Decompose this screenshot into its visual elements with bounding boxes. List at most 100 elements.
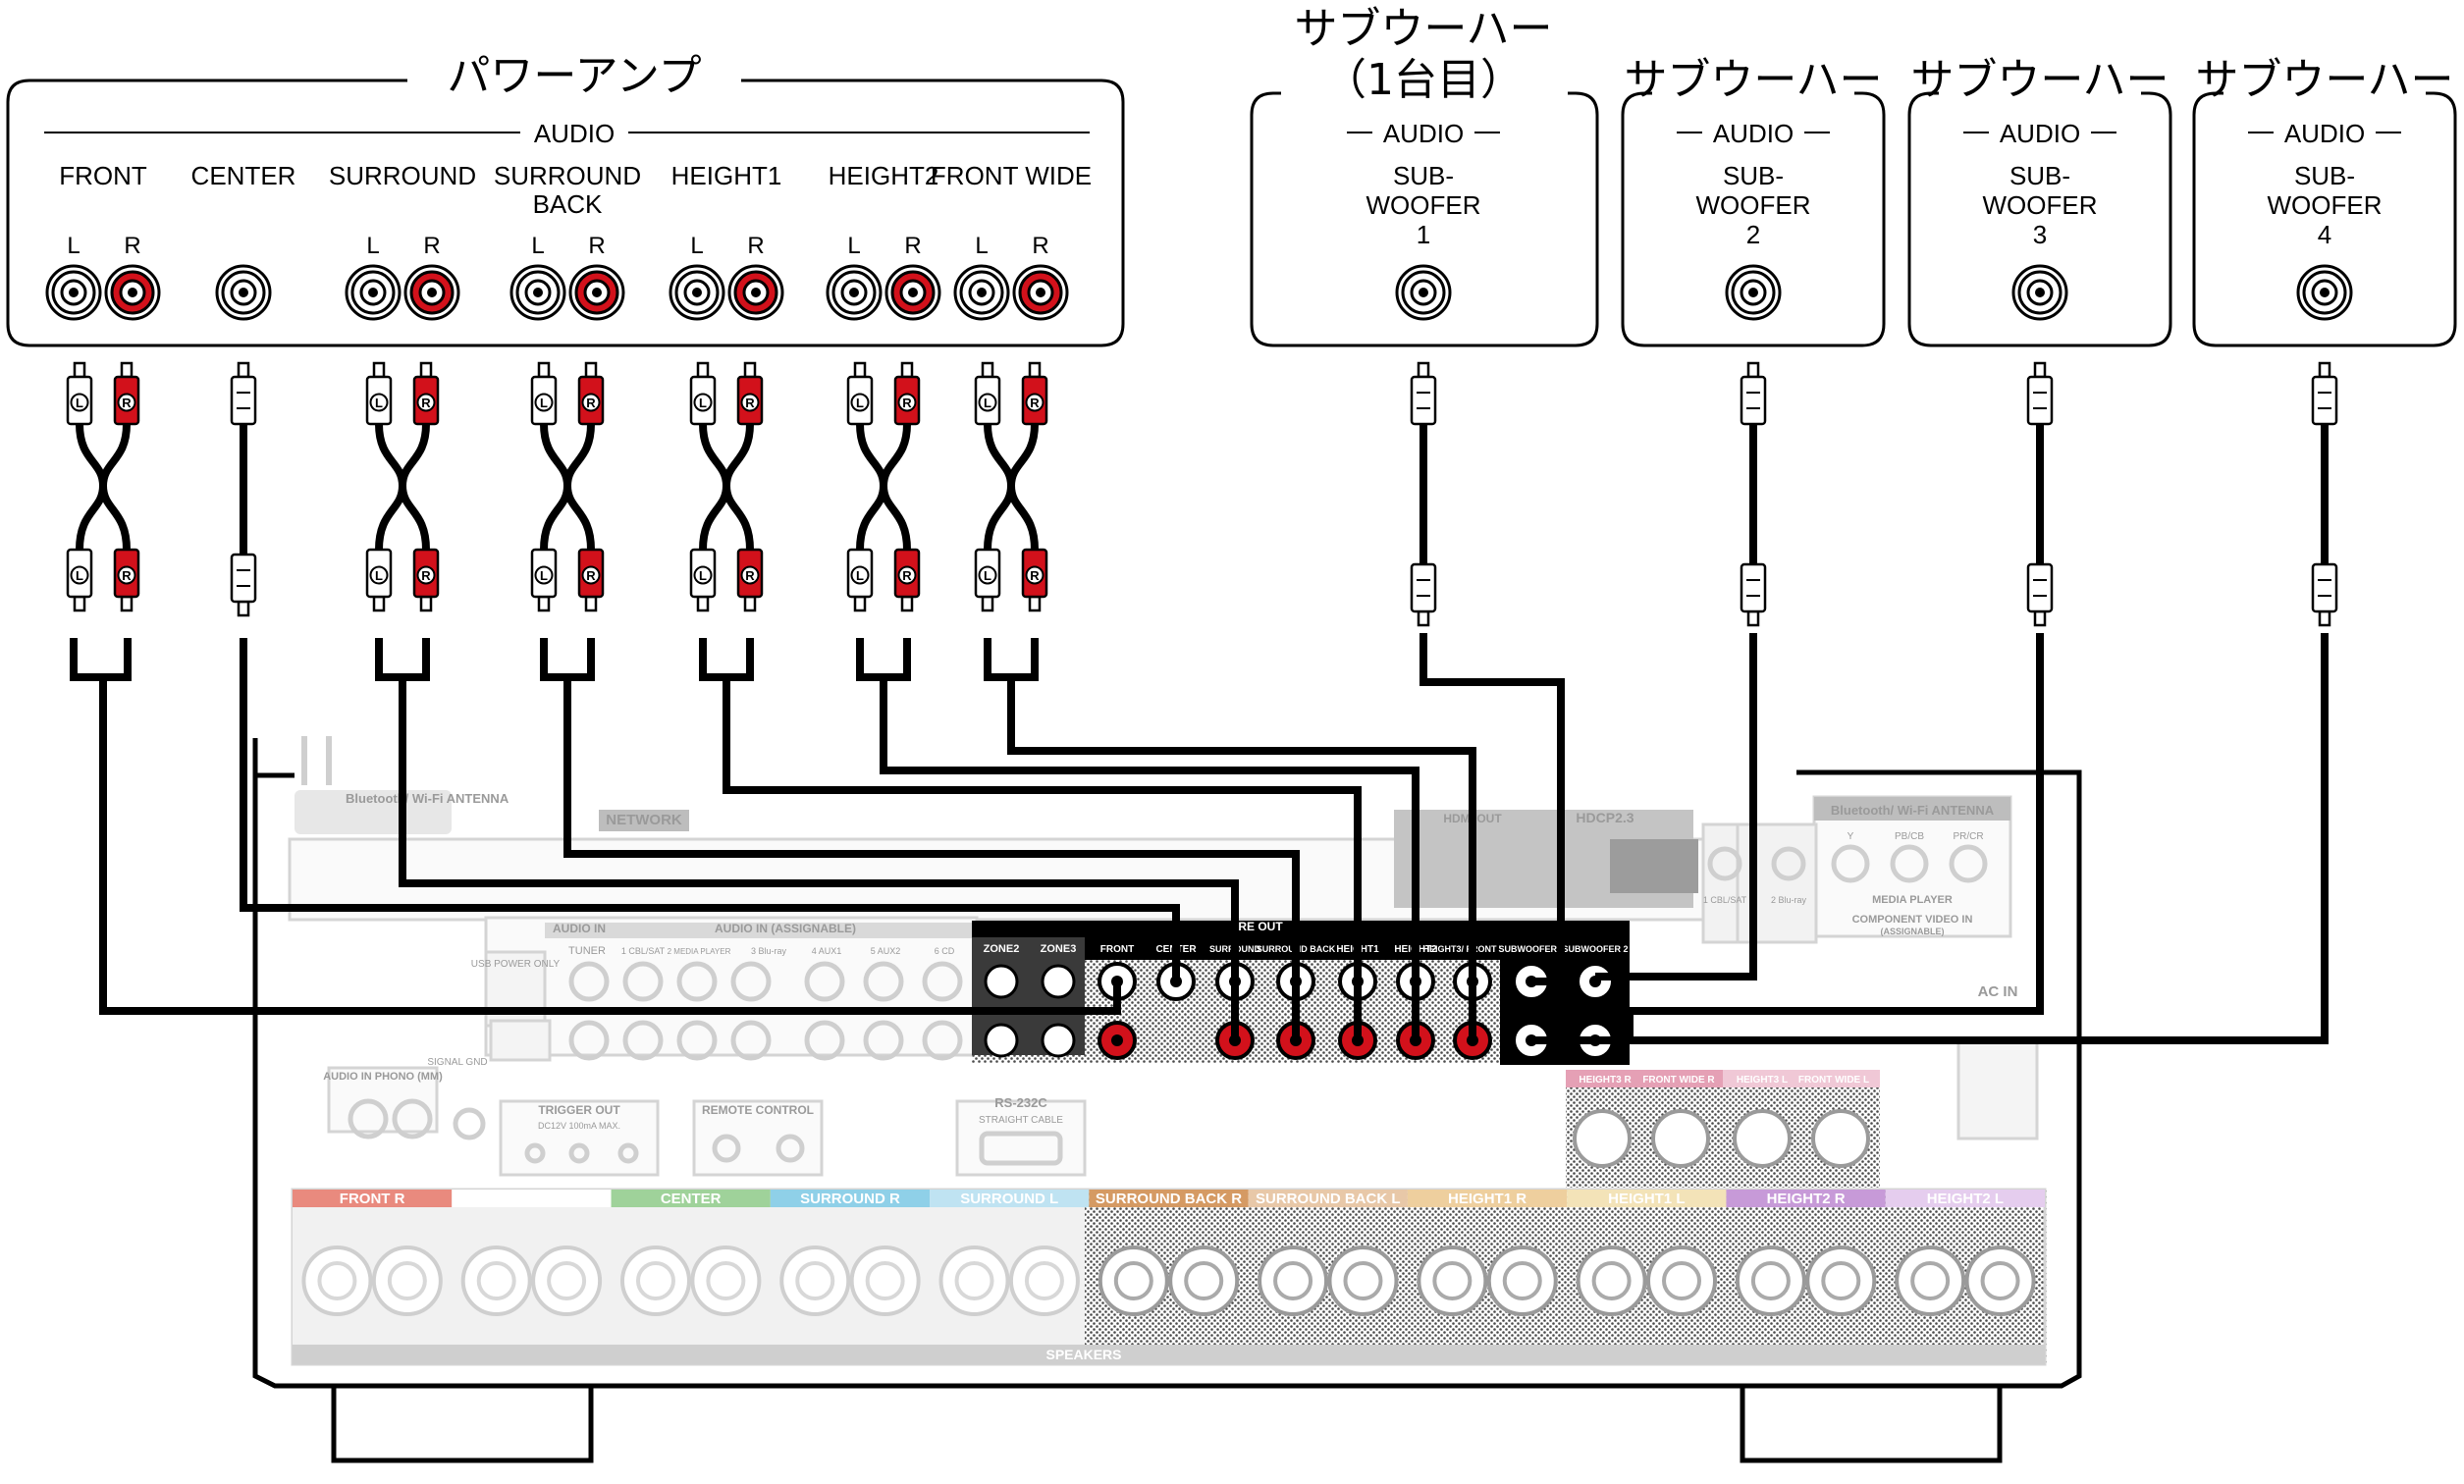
subwoofer-port-label: WOOFER [2268, 190, 2383, 220]
cable-route-11 [856, 638, 911, 681]
speaker-terminal-post [1417, 1246, 1488, 1316]
cable-plug-top-right: R [893, 361, 921, 426]
amp-jack-right [884, 264, 941, 321]
cable-route-4 [240, 638, 1180, 981]
cable-route-5 [375, 638, 430, 681]
speaker-terminal-post [301, 1246, 373, 1316]
speaker-terminal-post [371, 1246, 443, 1316]
subwoofer-port-label: WOOFER [1366, 190, 1481, 220]
amp-channel-center: CENTER [191, 161, 295, 321]
amp-jack-left [509, 264, 566, 321]
component-y-label: Y [1848, 831, 1854, 842]
cable-plug-top-right-label: R [902, 396, 912, 410]
speaker-terminal-band [1567, 1190, 1727, 1207]
cable-plug-top-right: R [736, 361, 764, 426]
hdcp-label: HDCP2.3 [1576, 810, 1634, 825]
amp-channel-name: SURROUND [329, 161, 476, 190]
subwoofer-port-label: SUB- [1723, 161, 1784, 190]
amp-right-label: R [747, 233, 764, 259]
upper-terminal-1-label: HEIGHT3 R [1579, 1075, 1632, 1086]
speaker-terminal-post [1098, 1246, 1169, 1316]
speaker-terminal-post [460, 1246, 532, 1316]
cable-plug-top-left-label: L [984, 396, 991, 410]
amp-jack-left [826, 264, 883, 321]
subwoofer-port-label: 4 [2318, 220, 2331, 249]
zone2-label: ZONE2 [984, 943, 1020, 955]
subwoofer-cable-plug-bottom [2026, 562, 2054, 627]
subwoofer-audio-label: AUDIO [1713, 119, 1794, 148]
cable-route-14 [1007, 677, 1476, 1040]
speaker-terminal-band [452, 1190, 612, 1207]
speaker-terminal-post [690, 1246, 762, 1316]
media-player-label: MEDIA PLAYER [1872, 894, 1953, 906]
amp-right-label: R [124, 233, 140, 259]
speaker-terminal-label: SURROUND BACK L [1256, 1191, 1401, 1207]
cable-plug-bottom-left: L [846, 548, 874, 612]
trigger-spec-label: DC12V 100mA MAX. [538, 1121, 620, 1131]
amp-channel-name: BACK [533, 189, 603, 219]
cable-route-10 [723, 677, 1362, 1040]
amp-channel-name: SURROUND [494, 161, 641, 190]
speaker-terminal-label: FRONT L [500, 1191, 563, 1207]
trigger-out-label: TRIGGER OUT [538, 1103, 620, 1117]
amp-left-label: L [690, 233, 703, 259]
rs232c-label: RS-232C [994, 1095, 1047, 1110]
cable-route-6 [399, 677, 1239, 1040]
audio-input-tuner-label: TUNER [568, 945, 606, 957]
speaker-terminal-post [1964, 1246, 2036, 1316]
speaker-terminal-post [619, 1246, 691, 1316]
speaker-terminal-band [1407, 1190, 1568, 1207]
component-pb-label: PB/CB [1895, 831, 1924, 842]
cable-plug-bottom-right: R [1021, 548, 1048, 612]
subwoofer-port-label: 3 [2033, 220, 2047, 249]
subwoofer-port-label: 1 [1417, 220, 1430, 249]
cable-plug-bottom-left: L [530, 548, 558, 612]
cable-plug-bottom-mono [230, 553, 257, 617]
amp-jack-right [727, 264, 784, 321]
amp-jack-left [345, 264, 402, 321]
cable-plug-bottom-right: R [113, 548, 140, 612]
subwoofer-port-label: 2 [1746, 220, 1760, 249]
component-assignable-label: (ASSIGNABLE) [1881, 927, 1945, 936]
video-input-2-label: 2 Blu-ray [1771, 895, 1807, 905]
amp-jack-left [45, 264, 102, 321]
amp-left-label: L [67, 233, 80, 259]
amp-jack-left [669, 264, 725, 321]
cable-plug-top-left: L [689, 361, 717, 426]
subwoofer-cable-plug-top [2311, 361, 2338, 426]
cable-route-7 [540, 638, 595, 681]
subwoofer-audio-label: AUDIO [1383, 119, 1464, 148]
cable-plug-bottom-right-label: R [1030, 568, 1040, 583]
audio-in-label: AUDIO IN [553, 922, 606, 935]
cable-route-8 [563, 677, 1300, 1040]
subwoofer-cable-plug-top [2026, 361, 2054, 426]
amp-jack-left [953, 264, 1010, 321]
bt-antenna-right-label: Bluetooth/ Wi-Fi ANTENNA [1831, 803, 1995, 818]
cable-plug-bottom-left: L [365, 548, 393, 612]
cable-plug-top-right: R [113, 361, 140, 426]
speaker-terminal-post [1486, 1246, 1558, 1316]
cable-plug-bottom-right-label: R [902, 568, 912, 583]
audio-input-2-label: 2 MEDIA PLAYER [668, 947, 731, 956]
preout-label: PRE OUT [1230, 920, 1283, 933]
amp-channel-name: HEIGHT1 [671, 161, 782, 190]
speaker-terminal-post [1805, 1246, 1877, 1316]
amp-jack-right [104, 264, 161, 321]
speaker-terminal-post [849, 1246, 921, 1316]
cable-route-15 [1419, 633, 1565, 985]
speaker-terminal-post [1258, 1246, 1329, 1316]
cable-route-18 [1531, 633, 2329, 1044]
cable-plug-bottom-left-label: L [76, 568, 83, 583]
amp-channel-name: FRONT [59, 161, 147, 190]
subwoofer-cable-plug-top [1410, 361, 1437, 426]
network-label: NETWORK [606, 812, 682, 828]
